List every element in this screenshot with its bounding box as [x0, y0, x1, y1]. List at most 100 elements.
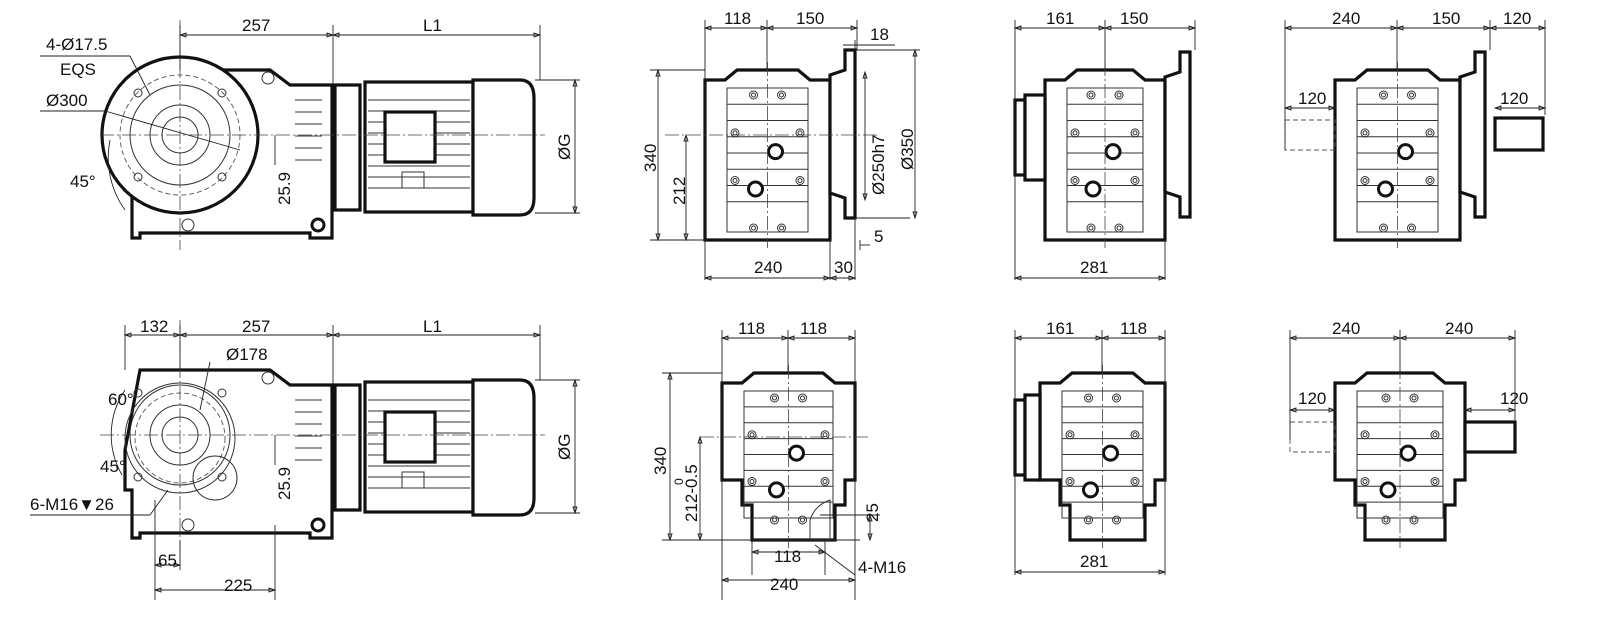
bolt: [1360, 477, 1370, 487]
bolt-core: [797, 178, 803, 183]
arrow: [331, 332, 542, 338]
bolt: [1409, 393, 1419, 403]
vent-plug: [310, 517, 326, 533]
dim-161: 161: [1046, 9, 1074, 28]
inspection-cover: [192, 455, 238, 501]
bolt: [1130, 128, 1140, 138]
shaft-left-label: 120: [1298, 89, 1326, 108]
bolt-core: [1132, 178, 1138, 183]
dim-118-right: 118: [800, 319, 827, 338]
bolt: [1114, 90, 1124, 100]
arrow: [667, 371, 673, 542]
bolt: [1381, 393, 1391, 403]
dim-5: 5: [874, 227, 883, 246]
dim-118: 118: [1120, 319, 1147, 338]
fan-cover: [471, 378, 536, 517]
arrow: [1283, 25, 1399, 31]
bolt: [1114, 223, 1124, 233]
shaft-right-label: 120: [1500, 89, 1528, 108]
arrow: [153, 587, 277, 593]
bolt: [1360, 128, 1370, 138]
bolt-core: [732, 178, 738, 183]
shaft-left-label: 120: [1298, 389, 1326, 408]
bolt: [730, 176, 740, 185]
flange-dia-label: Ø350: [898, 128, 917, 170]
dimension-line: [814, 544, 856, 576]
bolt-core: [1116, 225, 1122, 231]
terminal-box: [383, 410, 437, 464]
bolt: [1112, 515, 1121, 525]
bolt: [1086, 223, 1096, 233]
arrow: [178, 332, 335, 338]
arrow: [703, 25, 769, 31]
arrow: [1103, 25, 1197, 31]
arrow: [1288, 407, 1337, 413]
arrow: [1283, 105, 1337, 111]
arrow: [720, 577, 857, 583]
bolt-core: [1409, 225, 1414, 231]
bolt-core: [1362, 178, 1368, 183]
output-bore: [767, 143, 784, 161]
shaft-hub: [1023, 93, 1047, 182]
bolt-hole: [133, 88, 143, 98]
bolt-core: [1067, 432, 1073, 438]
bolt-core: [1362, 432, 1368, 438]
bolt: [777, 223, 786, 233]
side-view-bottom: 132 257 L1 Ø178 60° 45° 6-M16▼26 65 225 …: [30, 317, 574, 595]
bolt: [820, 477, 830, 487]
bolt-hole: [133, 472, 143, 482]
center-height-label: 212: [670, 177, 689, 205]
bolt-core: [1409, 92, 1414, 98]
bolt-core: [1072, 130, 1078, 136]
motor-adapter: [333, 383, 362, 512]
arrow: [1395, 25, 1492, 31]
cable-gland: [401, 171, 425, 189]
bolt: [730, 128, 740, 138]
bolt-core: [1381, 92, 1386, 98]
bolt: [1084, 515, 1093, 525]
dim-240-left: 240: [1332, 319, 1360, 338]
foot-240: 240: [770, 575, 798, 594]
arrow: [572, 78, 578, 215]
bolt-core: [1432, 432, 1438, 438]
output-flange: [1163, 50, 1192, 219]
pcd-label: Ø178: [226, 345, 268, 364]
center-height-label: 212-0.5: [682, 464, 701, 522]
angle-label: 45°: [70, 172, 96, 191]
thread-label: 6-M16▼26: [30, 495, 114, 514]
arrow: [1463, 407, 1517, 413]
input-bore: [747, 180, 764, 198]
arrow: [1013, 25, 1107, 31]
bolt-core: [800, 395, 805, 401]
bolt-core: [1088, 92, 1094, 98]
arrow: [572, 378, 578, 515]
bolt-core: [1114, 517, 1119, 523]
dim-30: 30: [834, 258, 853, 277]
dim-150: 150: [796, 9, 824, 28]
bolt-core: [1362, 130, 1368, 136]
spigot-label: Ø250h7: [869, 135, 888, 196]
bolt-core: [1132, 130, 1138, 136]
bolt-core: [1072, 178, 1078, 183]
fan-cover: [471, 78, 536, 217]
bolt-core: [1383, 395, 1389, 401]
bolt-core: [779, 225, 784, 231]
arrow: [178, 32, 335, 38]
threaded-hole-hatch: [809, 499, 831, 541]
dim-25: 25: [863, 503, 882, 522]
arrow: [1493, 105, 1547, 111]
dim-257: 257: [242, 317, 270, 336]
bolt-core: [1067, 479, 1073, 485]
dim-65: 65: [158, 551, 177, 570]
dim-l1: L1: [423, 16, 442, 35]
input-shaft-right: [1463, 420, 1517, 454]
bolt-hole: [217, 472, 227, 482]
lifting-eye: [261, 371, 275, 385]
bolt-core: [1383, 517, 1389, 523]
bolt: [795, 176, 805, 185]
foot-118: 118: [774, 547, 801, 566]
bolt: [1086, 90, 1096, 100]
arrow: [750, 549, 827, 555]
output-bore: [1399, 444, 1417, 462]
arrow: [765, 25, 859, 31]
